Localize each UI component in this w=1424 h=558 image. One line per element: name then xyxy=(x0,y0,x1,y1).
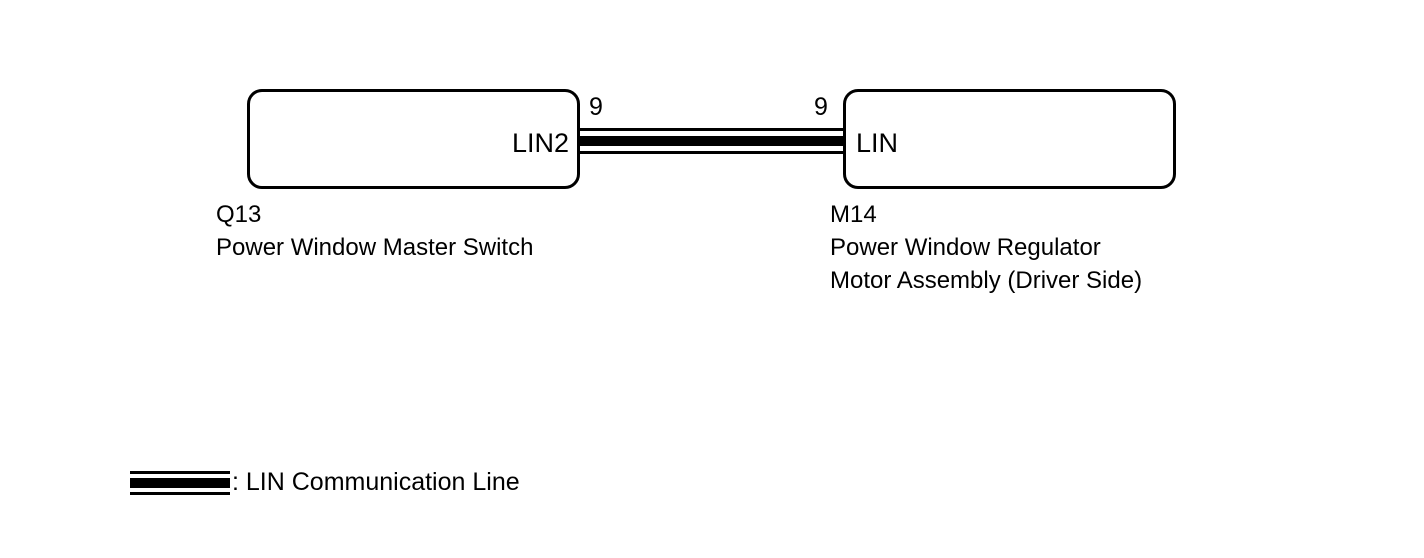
legend-swatch-rail-bottom xyxy=(130,491,230,495)
component-box-q13: LIN2 xyxy=(247,89,580,189)
component-code-m14: M14 xyxy=(830,201,877,228)
component-caption-q13: Q13 Power Window Master Switch xyxy=(216,198,533,264)
component-name-m14-line1: Power Window Regulator xyxy=(830,234,1101,261)
component-name-m14-line2: Motor Assembly (Driver Side) xyxy=(830,267,1143,294)
lin-line-core xyxy=(578,136,844,146)
lin-communication-line xyxy=(578,128,844,154)
legend-label: : LIN Communication Line xyxy=(232,468,520,496)
terminal-label-lin2: LIN2 xyxy=(511,128,569,158)
component-caption-m14: M14 Power Window Regulator Motor Assembl… xyxy=(830,198,1142,297)
component-code-q13: Q13 xyxy=(216,201,262,228)
lin-communication-line-swatch-icon xyxy=(130,470,230,495)
lin-line-rail-bottom xyxy=(578,151,844,154)
pin-number-q13: 9 xyxy=(589,93,603,121)
lin-line-rail-top xyxy=(578,128,844,131)
legend-swatch-core xyxy=(130,477,230,488)
legend-swatch-rail-top xyxy=(130,470,230,474)
pin-number-m14: 9 xyxy=(814,93,828,121)
legend: : LIN Communication Line xyxy=(130,470,520,495)
component-box-m14: LIN xyxy=(843,89,1176,189)
terminal-label-lin: LIN xyxy=(856,128,899,158)
component-name-q13: Power Window Master Switch xyxy=(216,234,534,261)
